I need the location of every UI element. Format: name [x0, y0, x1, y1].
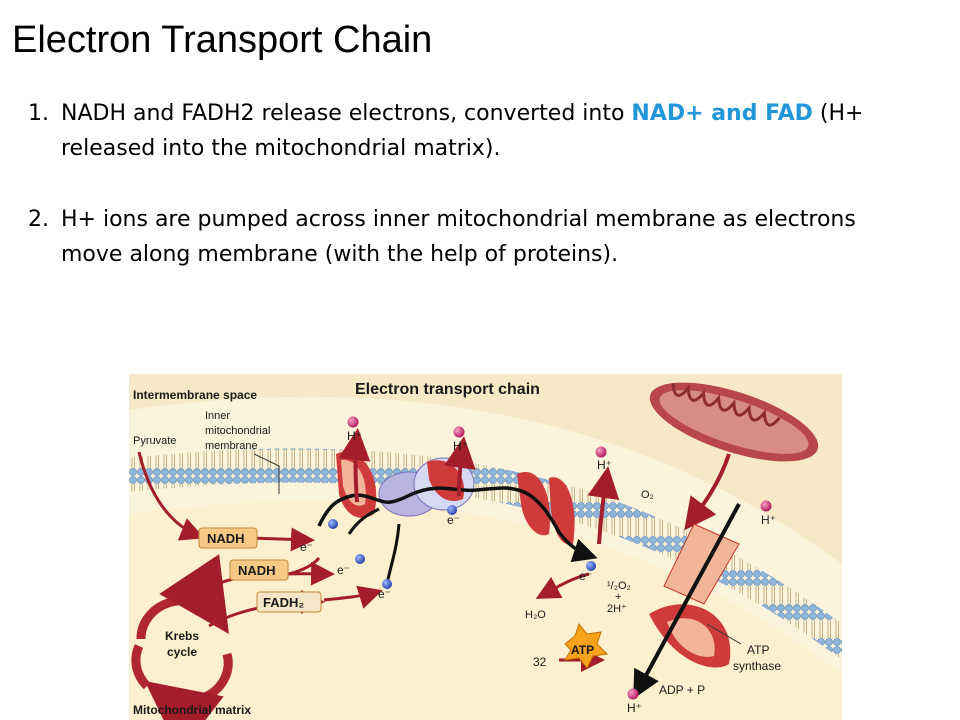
proton-return-arrow — [633, 503, 741, 700]
slide-title: Electron Transport Chain — [12, 19, 433, 61]
bullet-number: 2. — [28, 207, 49, 232]
bullet-number: 1. — [28, 101, 49, 126]
electron-path-2 — [347, 507, 380, 535]
atp-synthase-label: ATP — [747, 643, 769, 657]
figure-title: Electron transport chain — [355, 381, 540, 398]
mitochondrion-icon — [649, 382, 819, 462]
pump-arrow-3 — [587, 466, 620, 545]
inner-membrane-label: membrane — [205, 440, 258, 452]
atp-synthase-label: synthase — [733, 659, 781, 673]
krebs-cycle: Krebs cycle — [131, 554, 233, 720]
complex-iii — [413, 457, 475, 511]
bullet-text-after: (H+ released into the mitochondrial matr… — [61, 101, 864, 161]
bullet-text: NADH and FADH2 release electrons, conver… — [61, 101, 632, 126]
zoom-arrow — [684, 453, 731, 531]
bullet-text: H+ ions are pumped across inner mitochon… — [61, 207, 856, 267]
pump-arrow-1 — [338, 428, 371, 503]
svg-text:NADH: NADH — [207, 531, 245, 546]
electron-label: e⁻ — [378, 587, 391, 601]
proton-label: H⁺ — [627, 701, 642, 715]
svg-text:NADH: NADH — [238, 563, 276, 578]
svg-text:FADH₂: FADH₂ — [263, 595, 304, 610]
electron-ball — [328, 519, 338, 529]
nadh-box-2: NADH — [229, 559, 289, 581]
fadh2-box: FADH₂ — [256, 591, 322, 613]
proton-ball — [347, 416, 359, 428]
proton-label: H⁺ — [347, 429, 362, 443]
bullet-highlight: NAD+ and FAD — [631, 101, 813, 126]
o2-label: O₂ — [641, 489, 654, 501]
proton-ball — [760, 500, 772, 512]
nadh-arrow-3 — [288, 556, 321, 576]
electron-ball — [586, 561, 596, 571]
electron-label: e⁻ — [300, 540, 313, 554]
proton-ball — [627, 688, 639, 700]
water-arrow — [535, 572, 590, 599]
proton-label: H⁺ — [597, 458, 612, 472]
bullet-list: 1. NADH and FADH2 release electrons, conv… — [28, 96, 908, 308]
electron-ball — [355, 554, 365, 564]
atp-synthase-protein — [649, 523, 740, 668]
pyruvate-arrow — [137, 451, 205, 541]
fadh2-arrow-2 — [323, 585, 383, 609]
krebs-label-2: cycle — [167, 645, 197, 659]
electron-label: e⁻ — [447, 513, 460, 527]
plus-label: + — [615, 591, 621, 603]
pyruvate-label: Pyruvate — [133, 435, 176, 447]
svg-text:ATP: ATP — [571, 643, 594, 657]
atp-synthase-pointer — [706, 623, 742, 645]
water-label: H₂O — [525, 609, 546, 621]
krebs-label-1: Krebs — [165, 629, 199, 643]
proton-label: H⁺ — [453, 439, 468, 453]
electron-label: e⁻ — [579, 569, 592, 583]
bullet-item-1: 1. NADH and FADH2 release electrons, conv… — [28, 96, 908, 166]
pump-arrow-2 — [443, 436, 476, 497]
inner-membrane-label: Inner — [205, 410, 230, 422]
electron-ball — [382, 579, 392, 589]
inner-membrane-label: mitochondrial — [205, 425, 270, 437]
two-h-label: 2H⁺ — [607, 603, 627, 615]
bullet-item-2: 2. H+ ions are pumped across inner mitoch… — [28, 202, 908, 272]
adp-label: ADP + P — [659, 683, 705, 697]
intermembrane-label: Intermembrane space — [133, 388, 257, 402]
electron-ball — [447, 505, 457, 515]
proton-ball — [595, 446, 607, 458]
matrix-region — [129, 500, 842, 720]
nadh-arrow-1 — [248, 527, 315, 552]
matrix-label: Mitochondrial matrix — [133, 703, 251, 717]
half-o2-label: ¹/₂O₂ — [607, 580, 631, 592]
intermembrane-region — [129, 374, 842, 564]
atp-count: 32 — [533, 655, 547, 669]
atp-star: ATP — [564, 622, 609, 669]
proton-label: H⁺ — [761, 513, 776, 527]
electron-label: e⁻ — [337, 563, 350, 577]
membrane-pointer — [253, 453, 280, 494]
proton-ball — [453, 426, 465, 438]
nadh-box-1: NADH — [198, 527, 258, 549]
etc-diagram: Krebs cycle NADH NADH FADH₂ e⁻ e⁻ e⁻ e⁻ … — [129, 374, 842, 720]
